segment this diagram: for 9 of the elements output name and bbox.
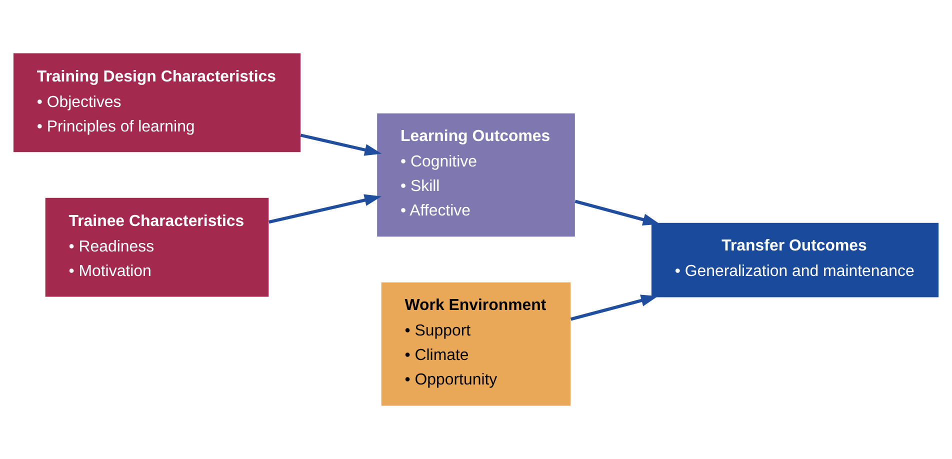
node-box: Training Design Characteristics • Objectives • Principles of learning [13, 53, 301, 152]
node-box: Learning Outcomes • Cognitive • Skill • Affective [377, 113, 575, 237]
node-box: Trainee Characteristics • Readiness • Motivation [45, 198, 269, 297]
node-box: Transfer Outcomes • Generalization and maintenance [651, 222, 939, 298]
arrow [574, 200, 660, 226]
arrow [300, 134, 382, 156]
arrow [268, 194, 382, 224]
arrow [570, 294, 658, 321]
node-box: Work Environment • Support • Climate • Opportunity [381, 282, 571, 406]
